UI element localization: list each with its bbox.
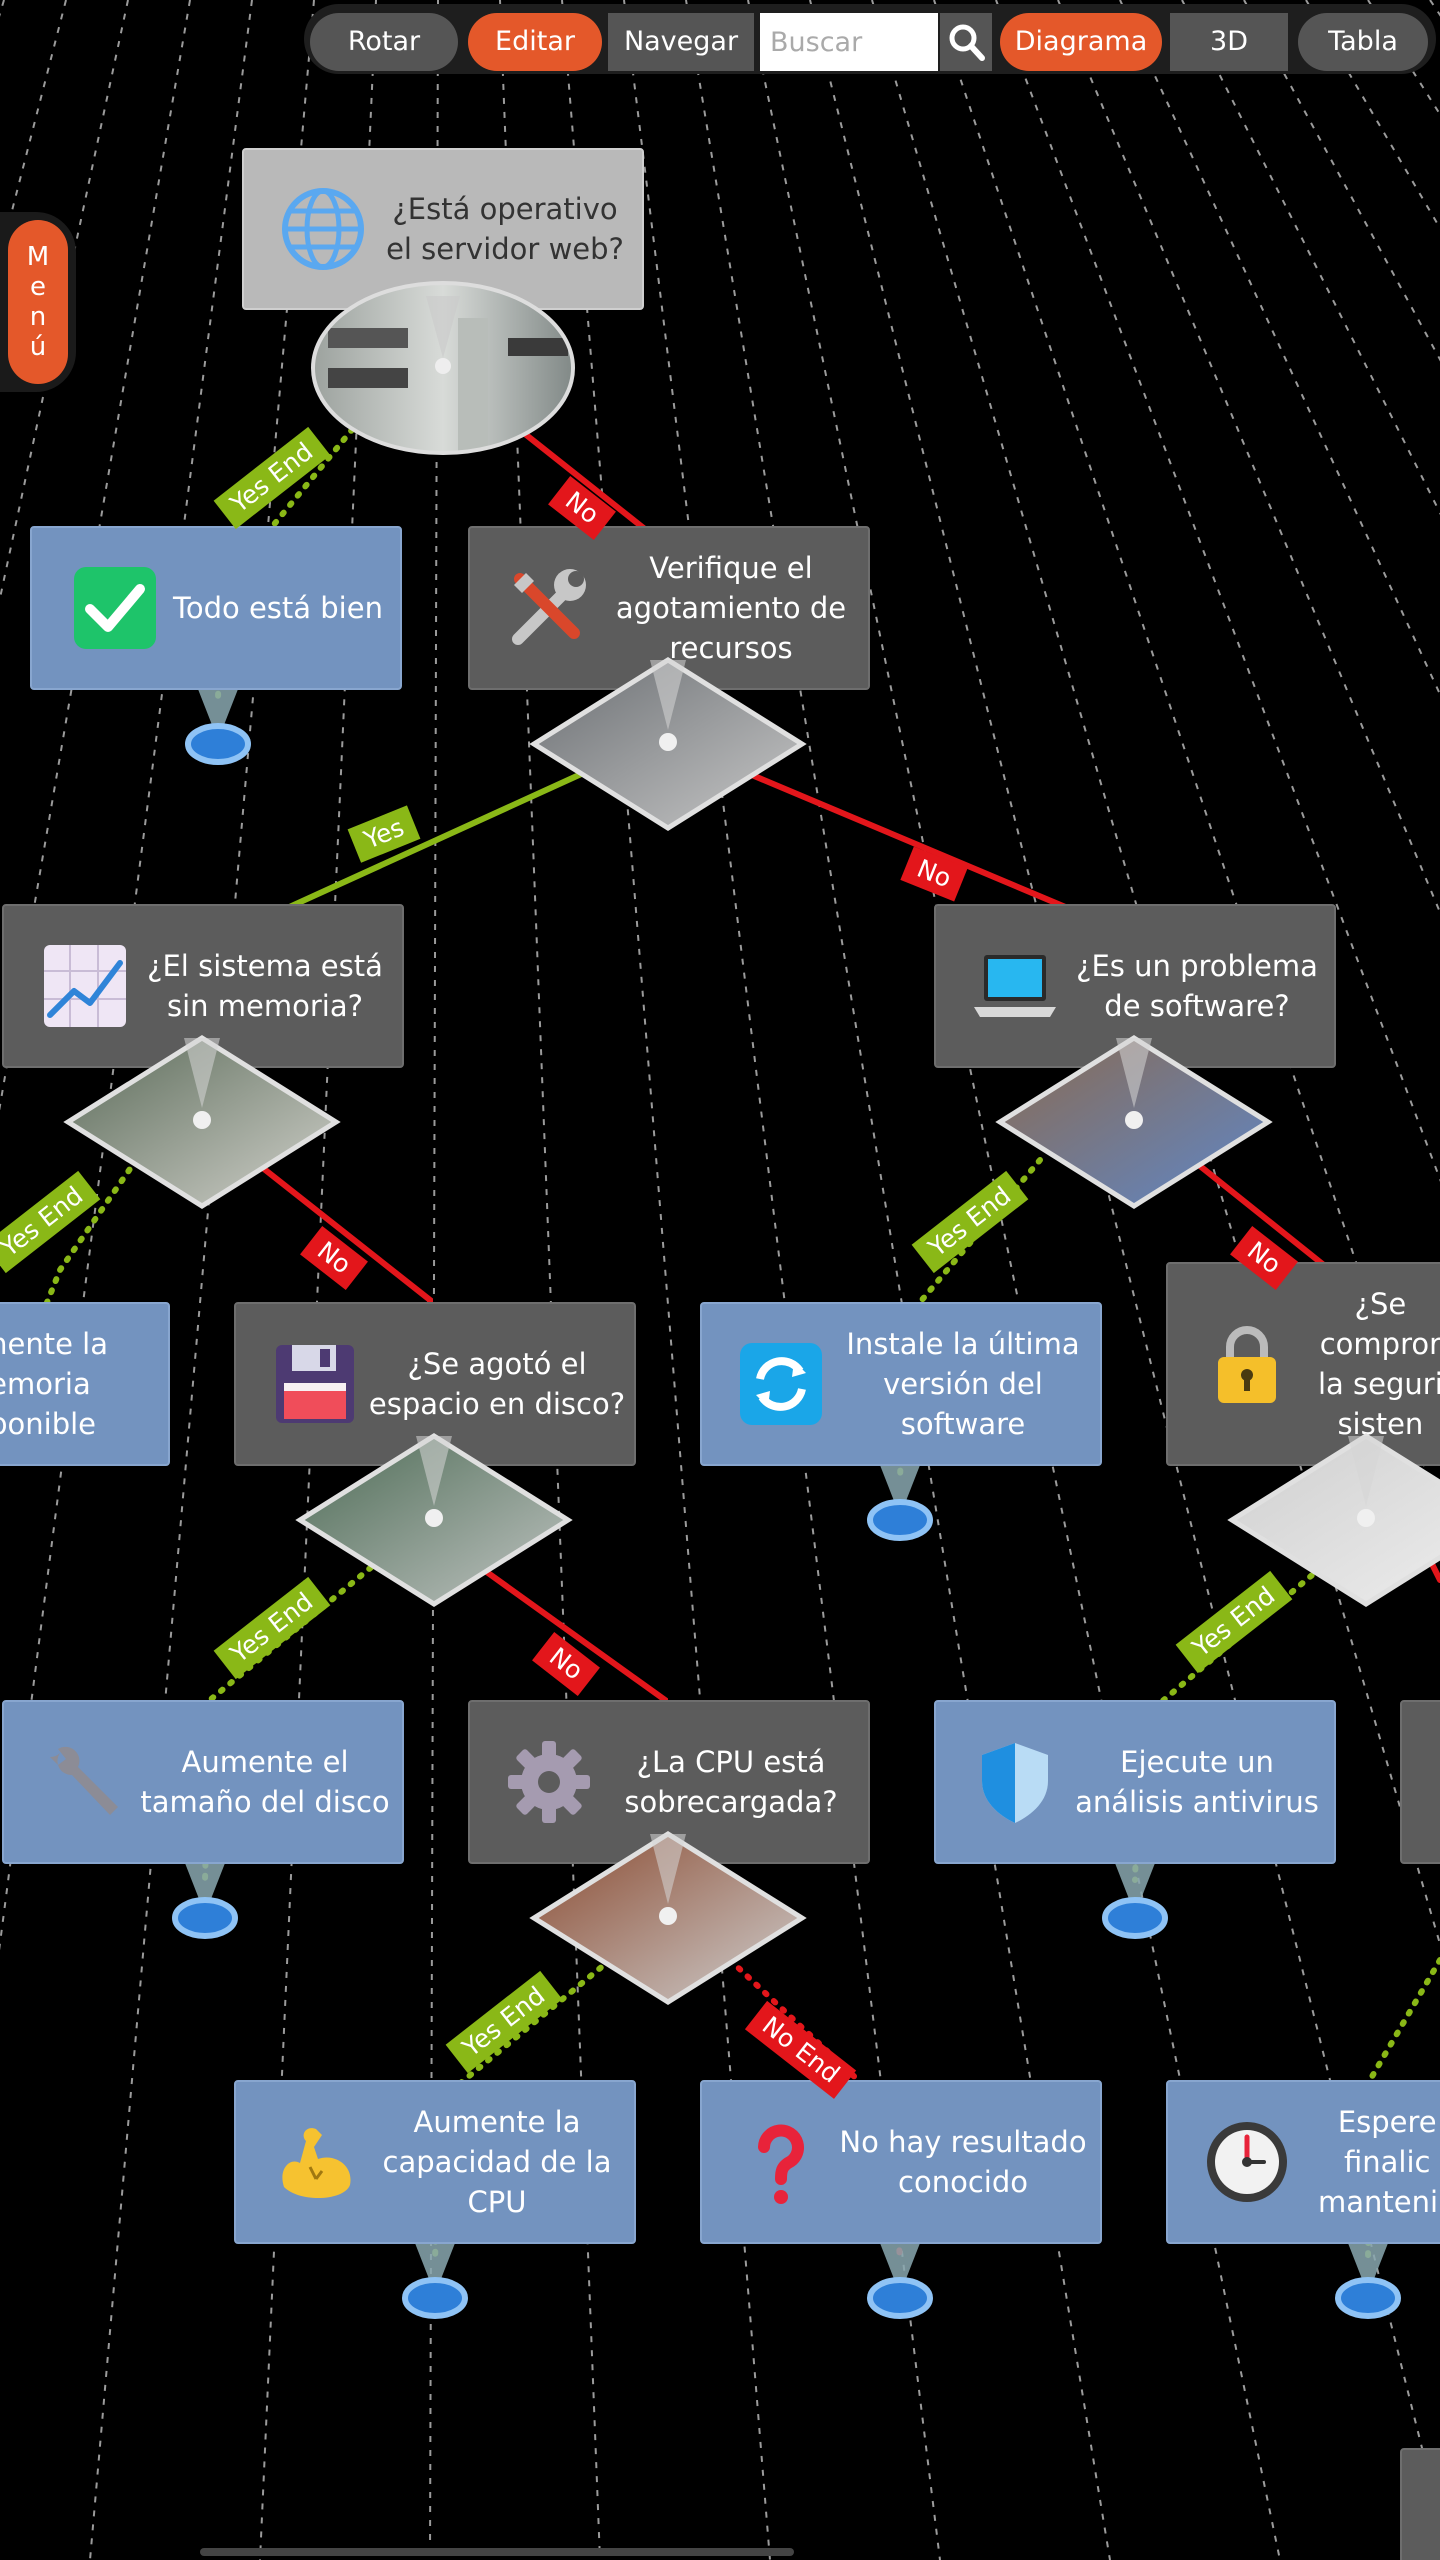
edge-yes-end — [1365, 1957, 1440, 2263]
top-toolbar: Rotar Editar Navegar Diagrama 3D Tabla — [304, 4, 1436, 74]
clock-icon — [1207, 2122, 1287, 2202]
end-terminal — [1102, 1897, 1168, 1939]
question-icon — [758, 2124, 804, 2204]
end-funnel — [183, 1858, 227, 1904]
node-text: Espere finalic mantenin — [1318, 2105, 1440, 2219]
search-button[interactable] — [940, 13, 992, 71]
check-icon — [74, 567, 156, 649]
node-offscreen-bottom-right[interactable] — [1400, 2448, 1440, 2560]
end-terminal — [402, 2277, 468, 2319]
end-terminal — [1335, 2277, 1401, 2319]
node-text: ¿Es un problema de software? — [1076, 949, 1318, 1023]
node-text: ¿El sistema está sin memoria? — [147, 949, 383, 1023]
node-text: Todo está bien — [173, 591, 383, 625]
wrench-icon — [50, 1746, 118, 1815]
node-text: No hay resultado conocido — [839, 2125, 1087, 2199]
table-button[interactable]: Tabla — [1298, 13, 1428, 71]
node-offscreen-right[interactable] — [1400, 1700, 1440, 1864]
chart-icon — [44, 945, 126, 1027]
node-disk-full[interactable]: ¿Se agotó el espacio en disco? — [234, 1302, 636, 1466]
node-photo-server — [311, 281, 575, 455]
navigate-button[interactable]: Navegar — [608, 13, 754, 71]
node-increase-memory[interactable]: nente la emoria ponible — [0, 1302, 170, 1466]
node-text: ¿Está operativo el servidor web? — [386, 192, 624, 266]
edit-button[interactable]: Editar — [468, 13, 602, 71]
node-install-latest[interactable]: Instale la última versión del software — [700, 1302, 1102, 1466]
node-text: ¿La CPU está sobrecargada? — [624, 1745, 838, 1819]
end-funnel — [1346, 2238, 1390, 2284]
node-no-known-result[interactable]: No hay resultado conocido — [700, 2080, 1102, 2244]
node-text: Verifique el agotamiento de recursos — [615, 551, 847, 665]
node-text: Aumente el tamaño del disco — [140, 1745, 390, 1819]
decision-photo-disk — [295, 1433, 573, 1607]
lock-icon — [1218, 1326, 1276, 1403]
search-input[interactable] — [760, 13, 938, 71]
node-run-antivirus[interactable]: Ejecute un análisis antivirus — [934, 1700, 1336, 1864]
end-terminal — [867, 2277, 933, 2319]
node-text: Instale la última versión del software — [846, 1327, 1080, 1441]
node-text: ¿Se agotó el espacio en disco? — [368, 1347, 626, 1421]
laptop-icon — [974, 955, 1056, 1017]
node-security-compromised[interactable]: ¿Se compror la seguri sisten — [1166, 1262, 1440, 1466]
end-terminal — [185, 723, 251, 765]
shield-icon — [982, 1743, 1048, 1823]
rotate-button[interactable]: Rotar — [310, 13, 458, 71]
floppy-icon — [276, 1345, 354, 1423]
diagram-button[interactable]: Diagrama — [1000, 13, 1162, 71]
node-all-good[interactable]: Todo está bien — [30, 526, 402, 690]
refresh-icon — [740, 1343, 822, 1425]
node-text: Ejecute un análisis antivirus — [1075, 1745, 1319, 1819]
tools-icon — [512, 569, 586, 645]
decision-photo-software — [995, 1035, 1273, 1209]
node-increase-cpu[interactable]: Aumente la capacidad de la CPU — [234, 2080, 636, 2244]
node-text: ¿Se compror la seguri sisten — [1318, 1287, 1440, 1441]
search-icon — [949, 24, 985, 61]
node-web-server-operational[interactable]: ¿Está operativo el servidor web? — [242, 148, 644, 310]
muscle-icon — [282, 2128, 351, 2199]
decision-photo-security — [1227, 1433, 1440, 1607]
end-funnel — [1113, 1858, 1157, 1904]
end-funnel — [413, 2238, 457, 2284]
node-text: nente la emoria ponible — [0, 1327, 108, 1441]
globe-icon — [282, 188, 364, 270]
end-terminal — [172, 1897, 238, 1939]
node-text: Aumente la capacidad de la CPU — [382, 2105, 612, 2219]
node-increase-disk[interactable]: Aumente el tamaño del disco — [2, 1700, 404, 1864]
gear-icon — [508, 1741, 590, 1823]
horizontal-scrollbar[interactable] — [200, 2548, 794, 2556]
3d-button[interactable]: 3D — [1170, 13, 1288, 71]
decision-photo-memory — [63, 1035, 341, 1209]
node-wait-maintenance[interactable]: Espere finalic mantenin — [1166, 2080, 1440, 2244]
end-terminal — [867, 1499, 933, 1541]
decision-photo-fan — [529, 657, 807, 831]
end-funnel — [878, 2238, 922, 2284]
decision-photo-cpu — [529, 1831, 807, 2005]
end-funnel — [878, 1460, 922, 1506]
end-funnel — [196, 684, 240, 730]
